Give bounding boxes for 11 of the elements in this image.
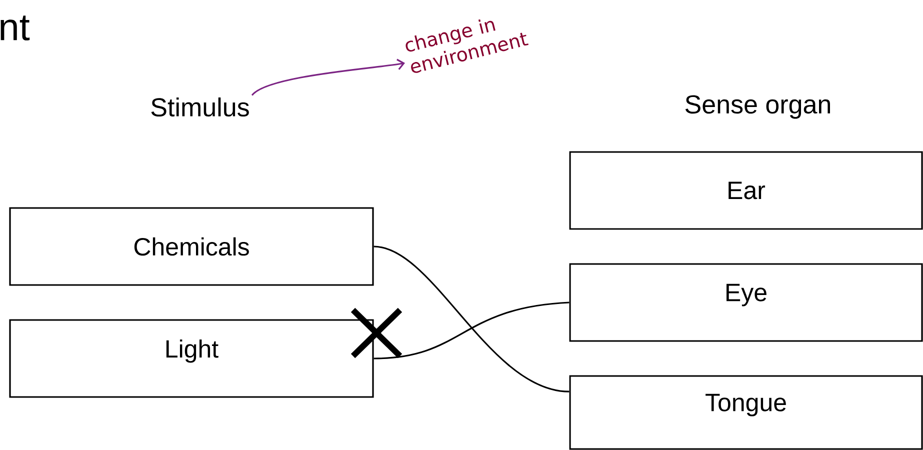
organ-box: Ear — [569, 151, 923, 230]
organ-box: Eye — [569, 263, 923, 342]
column-heading: Stimulus — [151, 97, 249, 117]
stimulus-box: Chemicals — [9, 207, 374, 286]
stimulus-box: Light — [9, 319, 374, 398]
heading: nt — [0, 16, 30, 40]
curved-arrow — [252, 58, 405, 96]
matching-line — [374, 302, 570, 360]
column-heading: Sense organ — [685, 95, 830, 119]
organ-box: Tongue — [569, 375, 923, 450]
matching-line — [374, 246, 570, 392]
